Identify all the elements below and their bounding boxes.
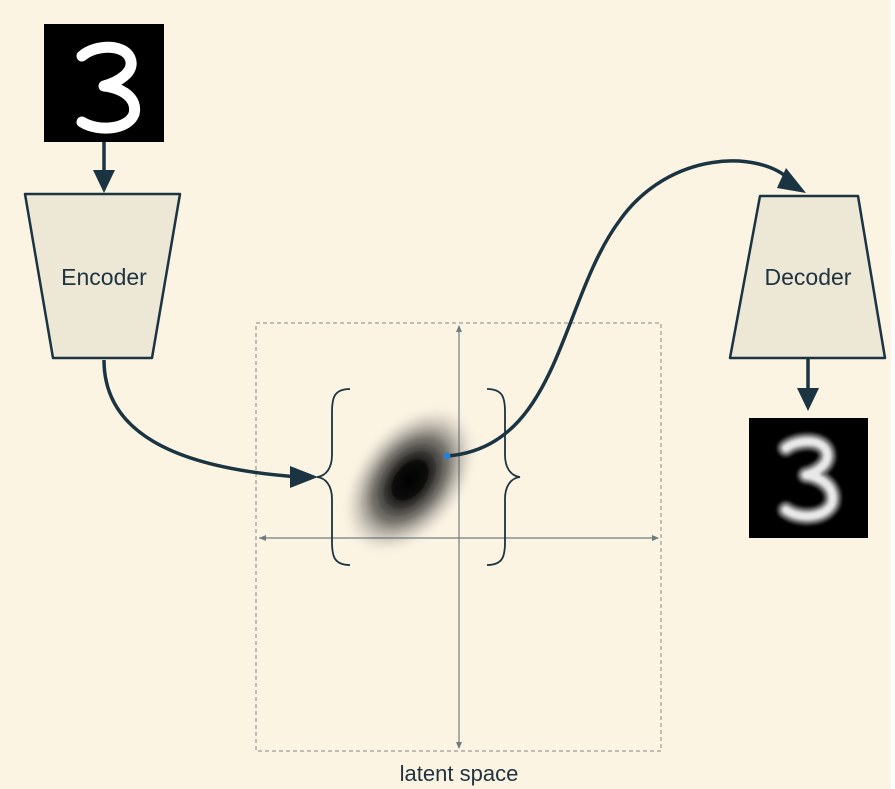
- latent-space-label: latent space: [400, 761, 519, 786]
- arrow-latent-to-decoder: [447, 159, 792, 458]
- latent-distribution-blob: [340, 402, 480, 558]
- encoder-block: Encoder: [23, 192, 182, 360]
- decoder-label: Decoder: [765, 264, 852, 290]
- right-brace: [486, 388, 521, 566]
- encoder-label: Encoder: [61, 264, 147, 290]
- input-digit-glyph: [76, 41, 141, 134]
- latent-space-frame: [255, 322, 662, 752]
- right-edge-strip: [891, 0, 895, 789]
- output-image: 3: [749, 418, 868, 538]
- output-digit-glyph: [781, 437, 838, 521]
- decoder-block: Decoder: [728, 194, 887, 360]
- latent-sample-point: [443, 452, 451, 460]
- input-image: 3: [44, 24, 164, 142]
- arrow-encoder-to-latent: [102, 359, 301, 479]
- latent-space-plot: latent space: [255, 322, 662, 786]
- latent-y-axis: [456, 325, 462, 749]
